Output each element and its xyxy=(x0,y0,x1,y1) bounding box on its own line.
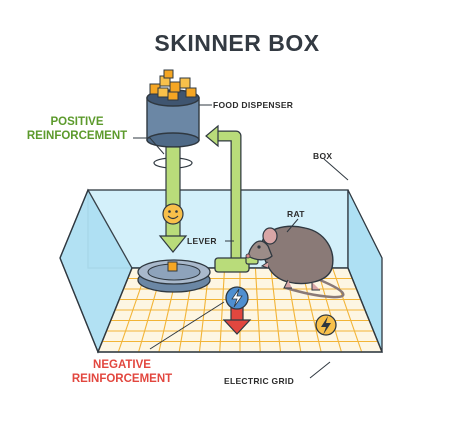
positive-line-1: POSITIVE xyxy=(50,116,104,128)
rat-illustration xyxy=(245,225,345,299)
label-lever: LEVER xyxy=(187,236,217,246)
electric-grid-badge xyxy=(315,314,337,336)
lightning-icon xyxy=(321,316,331,335)
negative-line-2: REINFORCEMENT xyxy=(71,373,173,385)
food-tray xyxy=(137,259,211,293)
negative-line-1: NEGATIVE xyxy=(93,359,151,371)
label-negative-reinforcement: NEGATIVE REINFORCEMENT xyxy=(68,358,176,386)
negative-reinforcement-indicator xyxy=(222,286,252,335)
label-electric-grid: ELECTRIC GRID xyxy=(224,376,295,386)
page-title: SKINNER BOX xyxy=(154,30,320,56)
food-dispenser xyxy=(146,69,200,148)
positive-line-2: REINFORCEMENT xyxy=(26,130,128,142)
label-food-dispenser: FOOD DISPENSER xyxy=(213,100,294,110)
positive-reinforcement-chute xyxy=(153,146,193,253)
food-cubes-icon xyxy=(149,69,197,101)
label-positive-reinforcement: POSITIVE REINFORCEMENT xyxy=(18,115,136,143)
label-box: BOX xyxy=(313,151,333,161)
leader-lines xyxy=(133,137,349,379)
smiley-face-icon xyxy=(162,203,184,225)
lightning-icon xyxy=(231,288,243,308)
lever-to-dispenser-tube xyxy=(205,124,242,262)
label-rat: RAT xyxy=(287,209,305,219)
